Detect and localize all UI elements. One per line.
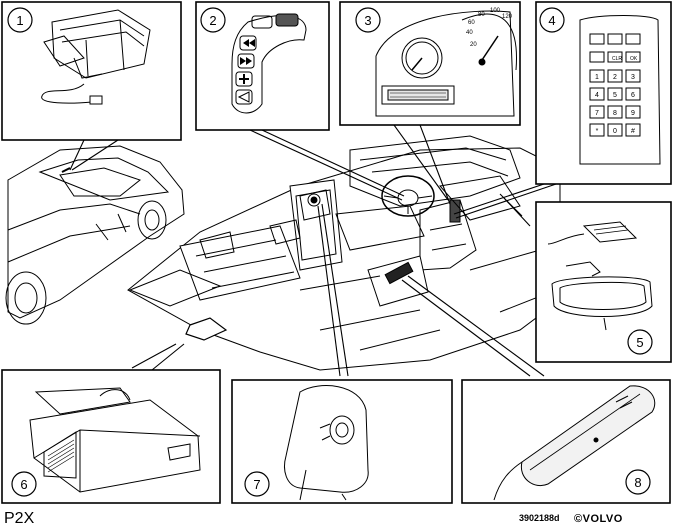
keypad-key-3: 3 xyxy=(625,69,641,83)
speedo-label-80: 80 xyxy=(478,12,485,18)
keypad-key-label: 1 xyxy=(595,74,599,81)
console-keypad-illustration: 1 2 3 4 5 6 7 8 9 * 0 # xyxy=(579,15,661,165)
keypad-key-label: 7 xyxy=(595,110,599,117)
keypad-key-0: 0 xyxy=(607,123,623,137)
callout-box-1 xyxy=(1,1,182,141)
callout-number-8: 8 xyxy=(625,469,651,495)
callout-box-6 xyxy=(1,369,221,504)
copyright-mark: © xyxy=(574,513,583,525)
rearview-mirror-illustration xyxy=(547,221,653,331)
keypad-key-label: 5 xyxy=(613,92,617,99)
keypad-key-label: 6 xyxy=(631,92,635,99)
callout-number-4: 4 xyxy=(539,7,565,33)
instrument-cluster-illustration xyxy=(375,10,518,117)
keypad-key-7: 7 xyxy=(589,105,605,119)
svg-text:2: 2 xyxy=(209,13,216,28)
small-key-ok: OK xyxy=(630,56,638,62)
headrest-illustration xyxy=(284,385,369,501)
keypad-key-label: * xyxy=(596,128,599,135)
svg-text:5: 5 xyxy=(636,335,643,350)
callout-number-3: 3 xyxy=(355,7,381,33)
callout-number-6: 6 xyxy=(11,471,37,497)
callout-box-7 xyxy=(231,379,453,504)
keypad-key-5: 5 xyxy=(607,87,623,101)
callout-numbers: 1 2 3 4 5 6 7 8 xyxy=(7,7,653,497)
keypad-key-1: 1 xyxy=(589,69,605,83)
svg-text:8: 8 xyxy=(634,475,641,490)
svg-text:6: 6 xyxy=(20,477,27,492)
keypad-key-label: # xyxy=(631,128,635,135)
keypad-key-8: 8 xyxy=(607,105,623,119)
keypad-key-hash: # xyxy=(625,123,641,137)
steering-wheel-keypad-illustration xyxy=(231,13,307,114)
exterior-car xyxy=(5,145,185,325)
roof-module-illustration xyxy=(41,9,151,105)
keypad-key-label: 3 xyxy=(631,74,635,81)
small-key-clr: CLR xyxy=(612,56,622,62)
keypad-key-label: 2 xyxy=(613,74,617,81)
reference-code: 3902188d xyxy=(519,513,560,523)
keypad-key-label: 8 xyxy=(613,110,617,117)
svg-text:1: 1 xyxy=(16,13,23,28)
svg-text:4: 4 xyxy=(548,13,555,28)
keypad-key-label: 0 xyxy=(613,128,617,135)
callout-box-4: 1 2 3 4 5 6 7 8 9 * 0 # xyxy=(535,1,672,185)
brand-mark: ©VOLVO xyxy=(574,513,623,525)
speedo-label-120: 120 xyxy=(502,14,513,20)
callout-number-2: 2 xyxy=(200,7,226,33)
callout-box-8 xyxy=(461,379,671,504)
callout-number-5: 5 xyxy=(627,329,653,355)
speedo-label-20: 20 xyxy=(470,42,477,48)
keypad-key-label: 9 xyxy=(631,110,635,117)
leader-lines xyxy=(69,124,563,377)
keypad-key-label: 4 xyxy=(595,92,599,99)
callout-number-1: 1 xyxy=(7,7,33,33)
figure-caption: P2X xyxy=(4,510,35,527)
svg-text:3: 3 xyxy=(364,13,371,28)
speedo-label-100: 100 xyxy=(490,8,501,14)
brand-name: VOLVO xyxy=(582,513,623,525)
keypad-key-4: 4 xyxy=(589,87,605,101)
keypad-key-9: 9 xyxy=(625,105,641,119)
transceiver-illustration xyxy=(29,387,201,493)
keypad-key-star: * xyxy=(589,123,605,137)
keypad-key-2: 2 xyxy=(607,69,623,83)
speedo-label-40: 40 xyxy=(466,30,473,36)
svg-text:7: 7 xyxy=(253,477,260,492)
speedo-label-60: 60 xyxy=(468,20,475,26)
callout-number-7: 7 xyxy=(244,471,270,497)
handset-illustration xyxy=(493,385,656,501)
keypad-key-6: 6 xyxy=(625,87,641,101)
interior-cutaway xyxy=(127,135,561,371)
